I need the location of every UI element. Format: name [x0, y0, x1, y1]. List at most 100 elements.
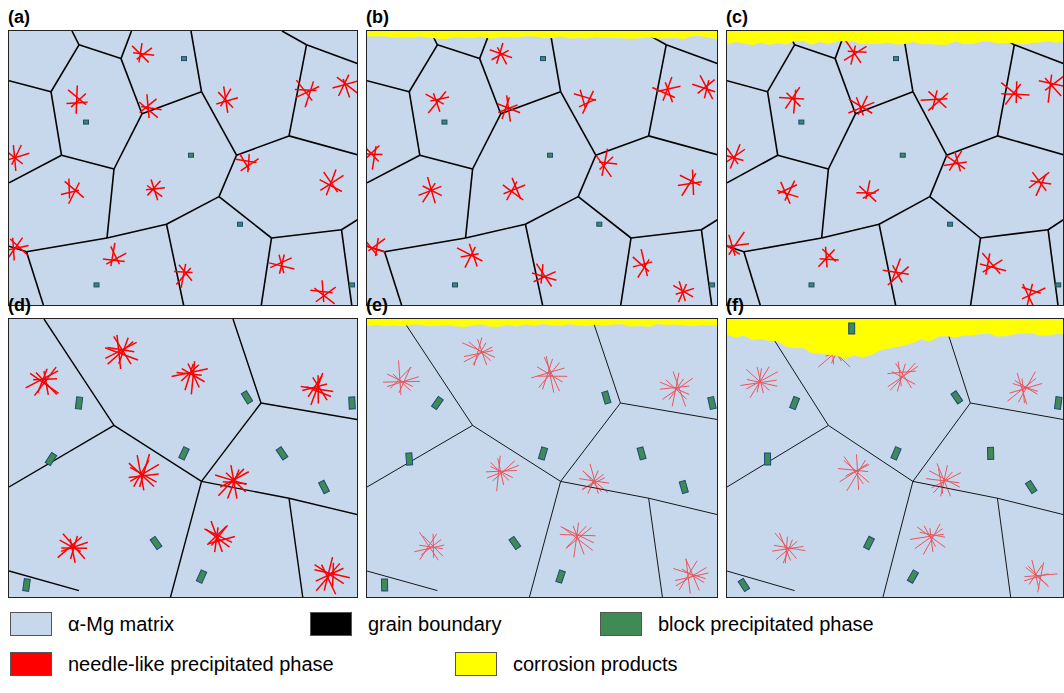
needle-phase: [332, 75, 358, 98]
panel-label: (d): [8, 292, 358, 318]
panel-label: (f): [726, 292, 1064, 318]
microstructure: [726, 30, 1064, 306]
needle-phase: [560, 523, 596, 558]
grain-boundary: [649, 498, 663, 598]
needle-phase: [174, 264, 193, 288]
grain-boundary: [561, 92, 596, 155]
panel: (a): [8, 4, 358, 306]
needle-phase: [457, 244, 482, 268]
needle-phase: [727, 232, 749, 256]
needle-phase: [26, 367, 59, 396]
grain-boundary: [855, 92, 912, 114]
microstructure: [8, 318, 358, 598]
needle-phase: [596, 149, 617, 177]
grain-boundary: [778, 155, 829, 169]
legend-item: grain boundary: [310, 612, 501, 636]
legend-item: corrosion products: [455, 652, 678, 676]
grain-boundary: [114, 425, 202, 481]
needle-phase: [531, 356, 567, 392]
grain-boundary: [167, 224, 185, 306]
legend-item: block precipitated phase: [600, 612, 874, 636]
needle-phase: [383, 360, 420, 395]
grain-boundary: [219, 155, 237, 196]
legend-swatch: [455, 652, 497, 676]
needle-phase: [426, 91, 449, 113]
needle-phase: [66, 86, 87, 114]
needle-phase: [314, 557, 349, 594]
grain-boundary: [701, 230, 712, 306]
block-phase: [738, 578, 750, 591]
panel-label: (c): [726, 4, 1064, 30]
block-phase: [241, 391, 252, 404]
block-phase: [849, 323, 855, 334]
grain-boundary: [727, 81, 768, 92]
needle-phase: [105, 335, 138, 369]
grain-boundary: [970, 238, 980, 306]
legend-text: corrosion products: [513, 653, 678, 676]
block-phase: [406, 453, 413, 465]
needle-phase: [497, 95, 520, 121]
grain-boundary: [913, 403, 970, 481]
needle-phase: [132, 43, 154, 62]
grain-boundary: [701, 219, 718, 230]
block-phase: [319, 480, 330, 493]
block-phase: [679, 480, 688, 493]
grain-boundary: [409, 45, 437, 92]
grain-boundary: [596, 136, 649, 155]
block-phase: [597, 222, 602, 226]
panel: (e): [366, 292, 718, 598]
legend-text: α-Mg matrix: [68, 613, 174, 636]
block-phase: [350, 283, 355, 287]
block-phase: [189, 153, 194, 157]
grain-boundary: [402, 319, 472, 425]
needle-phase: [678, 170, 702, 196]
block-phase: [1056, 283, 1061, 287]
legend-text: block precipitated phase: [658, 613, 874, 636]
needle-phase: [146, 179, 165, 200]
legend-item: needle-like precipitated phase: [10, 652, 334, 676]
needle-phase: [579, 464, 609, 494]
microstructure-drawing: [727, 319, 1064, 598]
grain-boundary: [261, 403, 358, 420]
block-phase: [799, 120, 804, 124]
panel: (c): [726, 4, 1064, 306]
grain-boundary: [342, 230, 353, 306]
needle-phase: [633, 249, 653, 278]
needle-phase: [139, 94, 161, 118]
block-phase: [891, 447, 901, 460]
block-phase: [764, 453, 770, 465]
grain-boundary: [930, 155, 947, 196]
needle-phase: [462, 337, 495, 365]
legend-text: needle-like precipitated phase: [68, 653, 334, 676]
microstructure-drawing: [367, 31, 718, 306]
block-phase: [238, 222, 243, 226]
grain-boundary: [620, 403, 718, 420]
corrosion-layer: [367, 319, 718, 327]
grain-boundary: [9, 571, 79, 591]
grain-boundary: [51, 45, 79, 92]
needle-phase: [301, 373, 333, 405]
block-phase: [548, 153, 553, 157]
needle-phase: [574, 90, 596, 114]
needle-phase: [777, 181, 798, 204]
panel: (f): [726, 292, 1064, 598]
needle-phase: [1008, 372, 1043, 405]
grain-boundary: [420, 155, 473, 169]
needle-phase: [310, 280, 335, 304]
needle-phase: [1024, 560, 1057, 592]
needle-phase: [652, 77, 680, 102]
needle-phase: [673, 281, 694, 302]
grain-boundary: [970, 403, 1064, 420]
grain-boundary: [237, 136, 290, 155]
grain-boundary: [466, 169, 473, 238]
grain-boundary: [473, 114, 501, 169]
microstructure-drawing: [367, 319, 718, 598]
grain-boundary: [744, 252, 761, 306]
block-phase: [75, 397, 82, 410]
grain-boundary: [997, 498, 1011, 598]
block-phase: [556, 570, 565, 583]
grain-boundary: [79, 45, 121, 59]
block-phase: [708, 396, 716, 409]
corrosion-layer: [367, 31, 718, 39]
